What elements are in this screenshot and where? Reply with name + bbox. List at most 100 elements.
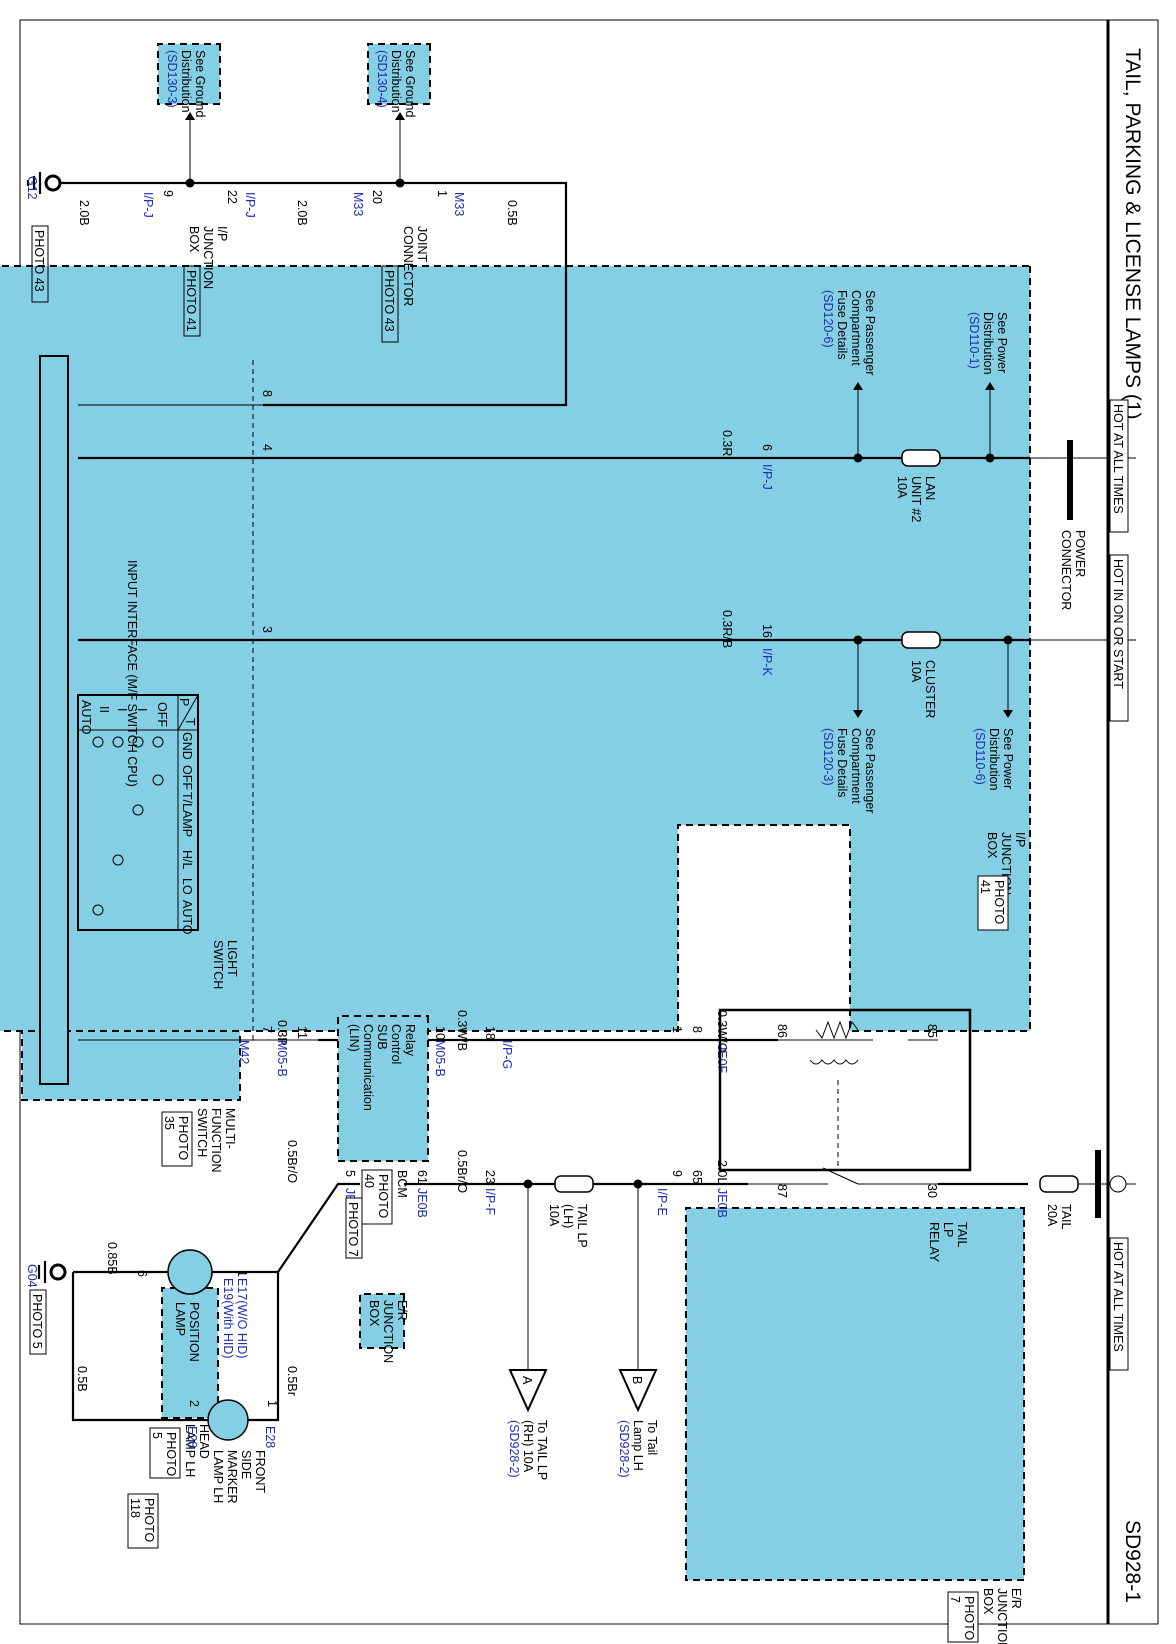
mf-conn-m42: M42 — [237, 1040, 251, 1064]
wire-03r-label: 0.3R — [720, 430, 734, 456]
bcm-text-4: Communication — [361, 1024, 375, 1111]
er-photo-1: PHOTO — [962, 1596, 976, 1640]
hot-label-2: HOT IN ON OR START — [1111, 559, 1125, 689]
mf-pin-8: 8 — [260, 390, 274, 397]
relay-pin-9: 9 — [670, 1170, 684, 1177]
joint-connector-box — [367, 43, 431, 105]
pos-pin-6: 6 — [135, 1270, 149, 1277]
table-row-ii: II — [97, 706, 111, 713]
bcm-photo-frame — [361, 1169, 393, 1225]
see-pass-1-ref: (SD120-6) — [821, 290, 835, 348]
er-photo-2: 7 — [948, 1596, 962, 1603]
see-power-1-ref: (SD110-1) — [967, 312, 981, 369]
see-pass-1-arrowhead — [853, 382, 863, 390]
conn-ipj-ip: I/P-J — [760, 464, 774, 490]
to-b-1: To Tail — [645, 1420, 659, 1455]
lower-er-photo-frame — [345, 1197, 363, 1259]
position-lamp-2: LAMP — [173, 1302, 187, 1336]
side-photo-frame — [127, 1493, 159, 1549]
see-power-1-arrowhead — [985, 382, 995, 390]
arrow-b — [618, 1369, 658, 1413]
wire-05bro-label: 0.5Br/O — [455, 1150, 469, 1193]
bcm-text-5: (LIN) — [347, 1024, 361, 1052]
conn-ipf: I/P-F — [483, 1188, 497, 1215]
cluster-fuse-1: CLUSTER — [923, 660, 937, 718]
bcm-photo-1: PHOTO — [376, 1174, 390, 1218]
rotated-content: TAIL, PARKING & LICENSE LAMPS (1) SD928-… — [0, 43, 1144, 1644]
table-circle-1 — [152, 736, 164, 748]
ground-g12-photo: PHOTO 43 — [32, 230, 46, 292]
see-ground-1-ref: (SD130-3) — [165, 50, 179, 108]
see-pass-2-line2: Compartment — [849, 728, 863, 804]
see-ground-2-line2: Distribution — [389, 50, 403, 113]
see-pass-1-line3: Fuse Details — [835, 290, 849, 359]
table-row-i2: I — [115, 708, 129, 711]
see-pass-2-arrowhead — [853, 710, 863, 718]
arrow-a — [508, 1369, 548, 1413]
mf-pin-7: 7 — [260, 1026, 274, 1033]
lower-pin-61: 61 — [415, 1170, 429, 1184]
lan-fuse-3: 10A — [895, 476, 909, 499]
relay-85: 85 — [925, 1024, 939, 1038]
see-power-2-arrowhead — [1003, 710, 1013, 718]
wire-03rb-label: 0.3R/B — [720, 610, 734, 648]
ground-g12-id: G12 — [25, 176, 39, 200]
bcm-label: BCM — [395, 1170, 409, 1198]
ip-pin-16: 16 — [760, 624, 774, 638]
side-conn-e28-1: E28 — [263, 1426, 277, 1448]
joint-connector-2: CONNECTOR — [401, 226, 415, 306]
side-marker-3: MARKER — [225, 1450, 239, 1503]
mf-photo-frame — [161, 1111, 193, 1167]
relay-87: 87 — [775, 1184, 789, 1198]
arrow-a-label: A — [520, 1376, 534, 1385]
head-photo-1: PHOTO — [164, 1432, 178, 1476]
see-power-1-line2: Distribution — [981, 312, 995, 375]
er-photo-frame — [947, 1591, 979, 1643]
side-marker-4: LAMP LH — [211, 1450, 225, 1503]
table-col-lo: LO — [180, 878, 194, 895]
pin-9: 9 — [161, 190, 175, 197]
table-circle-7 — [92, 736, 104, 748]
joint-photo: PHOTO 43 — [382, 270, 396, 332]
head-lamp-2: LAMP LH — [183, 1424, 197, 1477]
table-row-i1: I — [135, 708, 149, 711]
er-box-2: JUNCTION — [995, 1588, 1009, 1644]
see-pass-2-ref: (SD120-3) — [821, 728, 835, 786]
bcm-photo-2: 40 — [362, 1174, 376, 1188]
to-b-2: Lamp LH — [631, 1420, 645, 1471]
er-power-terminal — [1109, 1175, 1127, 1193]
lower-wire-05bro: 0.5Br/O — [285, 1140, 299, 1183]
table-circle-3 — [132, 736, 144, 748]
ground-wire2-label: 2.0B — [295, 200, 309, 226]
relay-pin-65: 65 — [690, 1170, 704, 1184]
tail-lh-fuse-3: 10A — [547, 1204, 561, 1227]
pos-e17: E17(W/O HID) — [235, 1278, 249, 1359]
relay-coil — [809, 1059, 859, 1065]
table-corner-p: P — [177, 698, 191, 706]
bcm-box — [337, 1015, 429, 1162]
table-frame — [77, 694, 199, 931]
see-ground-1-arrowhead — [185, 112, 195, 120]
pin-20: 20 — [370, 190, 384, 204]
see-pass-1-line1: See Passenger — [863, 290, 877, 375]
light-switch-2: SWITCH — [211, 940, 225, 989]
mf-label-3: SWITCH — [195, 1108, 209, 1157]
relay-resistor — [815, 1020, 859, 1040]
ground-g04-photo-frame — [29, 1289, 47, 1355]
ground-g04-id: G04 — [25, 1264, 39, 1288]
table-corner-rule — [177, 694, 199, 731]
side-photo-2: 118 — [128, 1498, 142, 1518]
table-col-off: OFF — [180, 765, 194, 790]
side-marker-2: SIDE — [239, 1450, 253, 1479]
mf-cpu-bar — [39, 355, 69, 1085]
ground-wire1-label: 2.0B — [77, 200, 91, 226]
ip-jb-photo-frame — [183, 265, 201, 337]
ip-pin-6: 6 — [760, 444, 774, 451]
relay-86: 86 — [775, 1024, 789, 1038]
pos-e19: E19(With HID) — [221, 1278, 235, 1359]
cluster-fuse — [901, 631, 941, 649]
ground-g04-terminal — [49, 1263, 67, 1281]
hot-label-2-frame — [1109, 554, 1129, 722]
